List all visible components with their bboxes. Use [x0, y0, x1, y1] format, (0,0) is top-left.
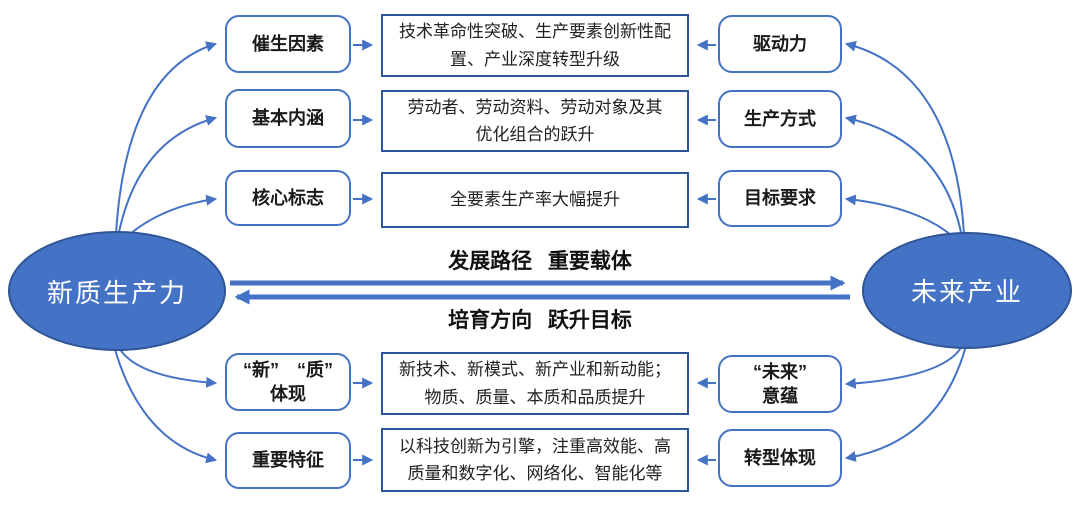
arrow-left-node-to-row1 — [117, 115, 218, 238]
left-ellipse-node: 新质生产力 — [8, 231, 226, 351]
right-label-box-row0: 驱动力 — [718, 15, 842, 73]
arrow-right-node-to-row3 — [844, 343, 964, 389]
arrow-right-node-to-row4 — [844, 345, 967, 462]
center-desc-box-row2: 全要素生产率大幅提升 — [381, 172, 689, 228]
center-desc-box-row4: 以科技创新为引擎，注重高效能、高 质量和数字化、网络化、智能化等 — [381, 428, 689, 492]
center-desc-box-row0: 技术革命性突破、生产要素创新性配 置、产业深度转型升级 — [381, 14, 689, 77]
right-label-box-row2: 目标要求 — [718, 170, 842, 227]
arrow-right-node-to-row1 — [844, 114, 963, 238]
left-label-box-row4: 重要特征 — [225, 432, 351, 489]
arrow-left-node-to-row0 — [115, 41, 218, 235]
center-desc-box-row3: 新技术、新模式、新产业和新动能； 物质、质量、本质和品质提升 — [381, 352, 689, 415]
center-desc-box-row1: 劳动者、劳动资料、劳动对象及其 优化组合的跃升 — [381, 90, 689, 152]
right-ellipse-node: 未来产业 — [862, 232, 1072, 349]
right-node-label: 未来产业 — [910, 277, 1023, 307]
arrow-left-node-to-row4 — [113, 345, 218, 464]
flow-label-top: 发展路径 重要载体 — [448, 250, 632, 273]
left-node-label: 新质生产力 — [46, 277, 187, 308]
right-label-box-row1: 生产方式 — [718, 90, 842, 148]
left-label-box-row3: “新” “质” 体现 — [225, 353, 351, 411]
left-label-box-row2: 核心标志 — [225, 170, 351, 226]
flow-label-bottom: 培育方向 跃升目标 — [448, 309, 632, 332]
right-label-box-row4: 转型体现 — [718, 429, 842, 487]
arrow-right-node-to-row0 — [844, 40, 965, 235]
right-label-box-row3: “未来” 意蕴 — [718, 355, 842, 413]
left-label-box-row1: 基本内涵 — [225, 89, 351, 148]
left-label-box-row0: 催生因素 — [225, 15, 351, 73]
